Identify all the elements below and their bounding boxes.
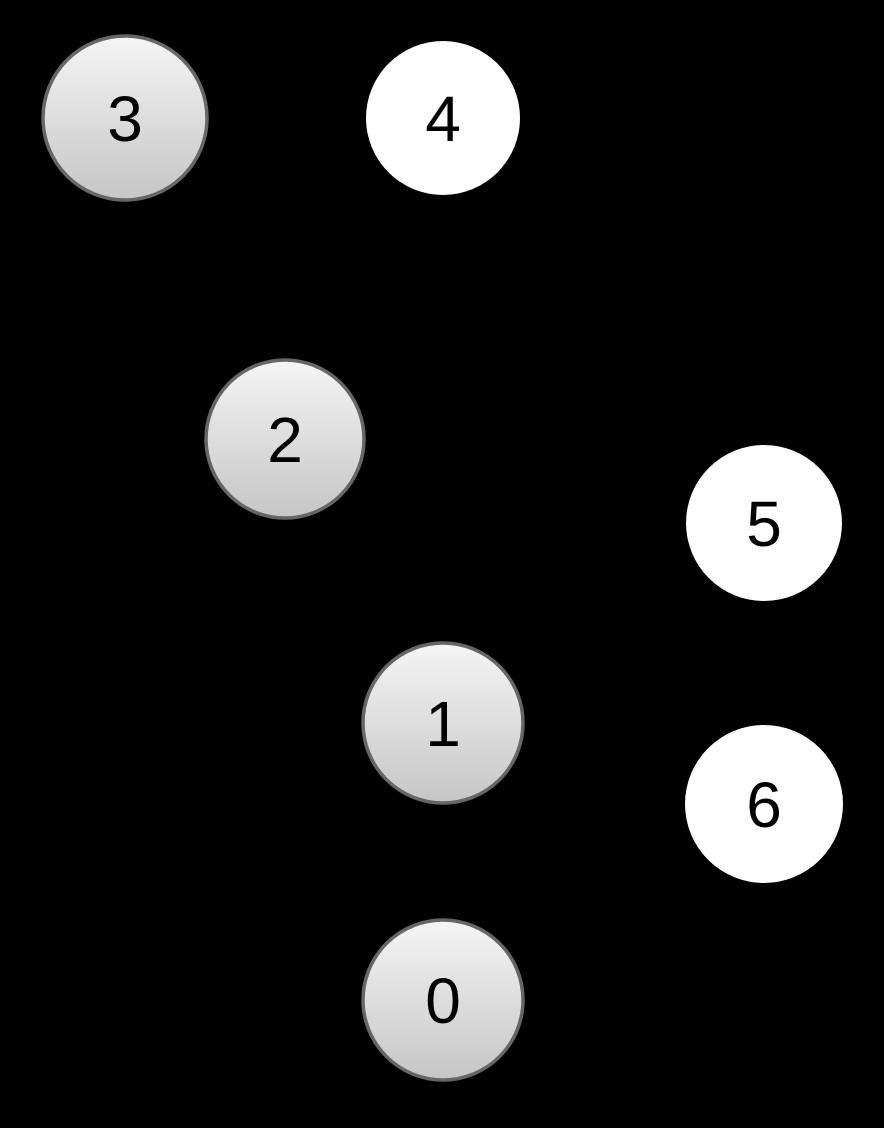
graph-node-2[interactable]: 2 [204,358,366,520]
graph-node-6[interactable]: 6 [685,725,843,883]
node-circle-2[interactable] [204,358,366,520]
node-circle-0[interactable] [361,918,525,1082]
node-circle-4[interactable] [366,41,520,195]
graph-node-0[interactable]: 0 [361,918,525,1082]
graph-node-4[interactable]: 4 [366,41,520,195]
graph-node-5[interactable]: 5 [686,445,842,601]
graph-node-1[interactable]: 1 [361,641,525,805]
node-circle-5[interactable] [686,445,842,601]
node-circle-3[interactable] [41,34,209,202]
graph-node-3[interactable]: 3 [41,34,209,202]
node-circle-1[interactable] [361,641,525,805]
node-circle-6[interactable] [685,725,843,883]
